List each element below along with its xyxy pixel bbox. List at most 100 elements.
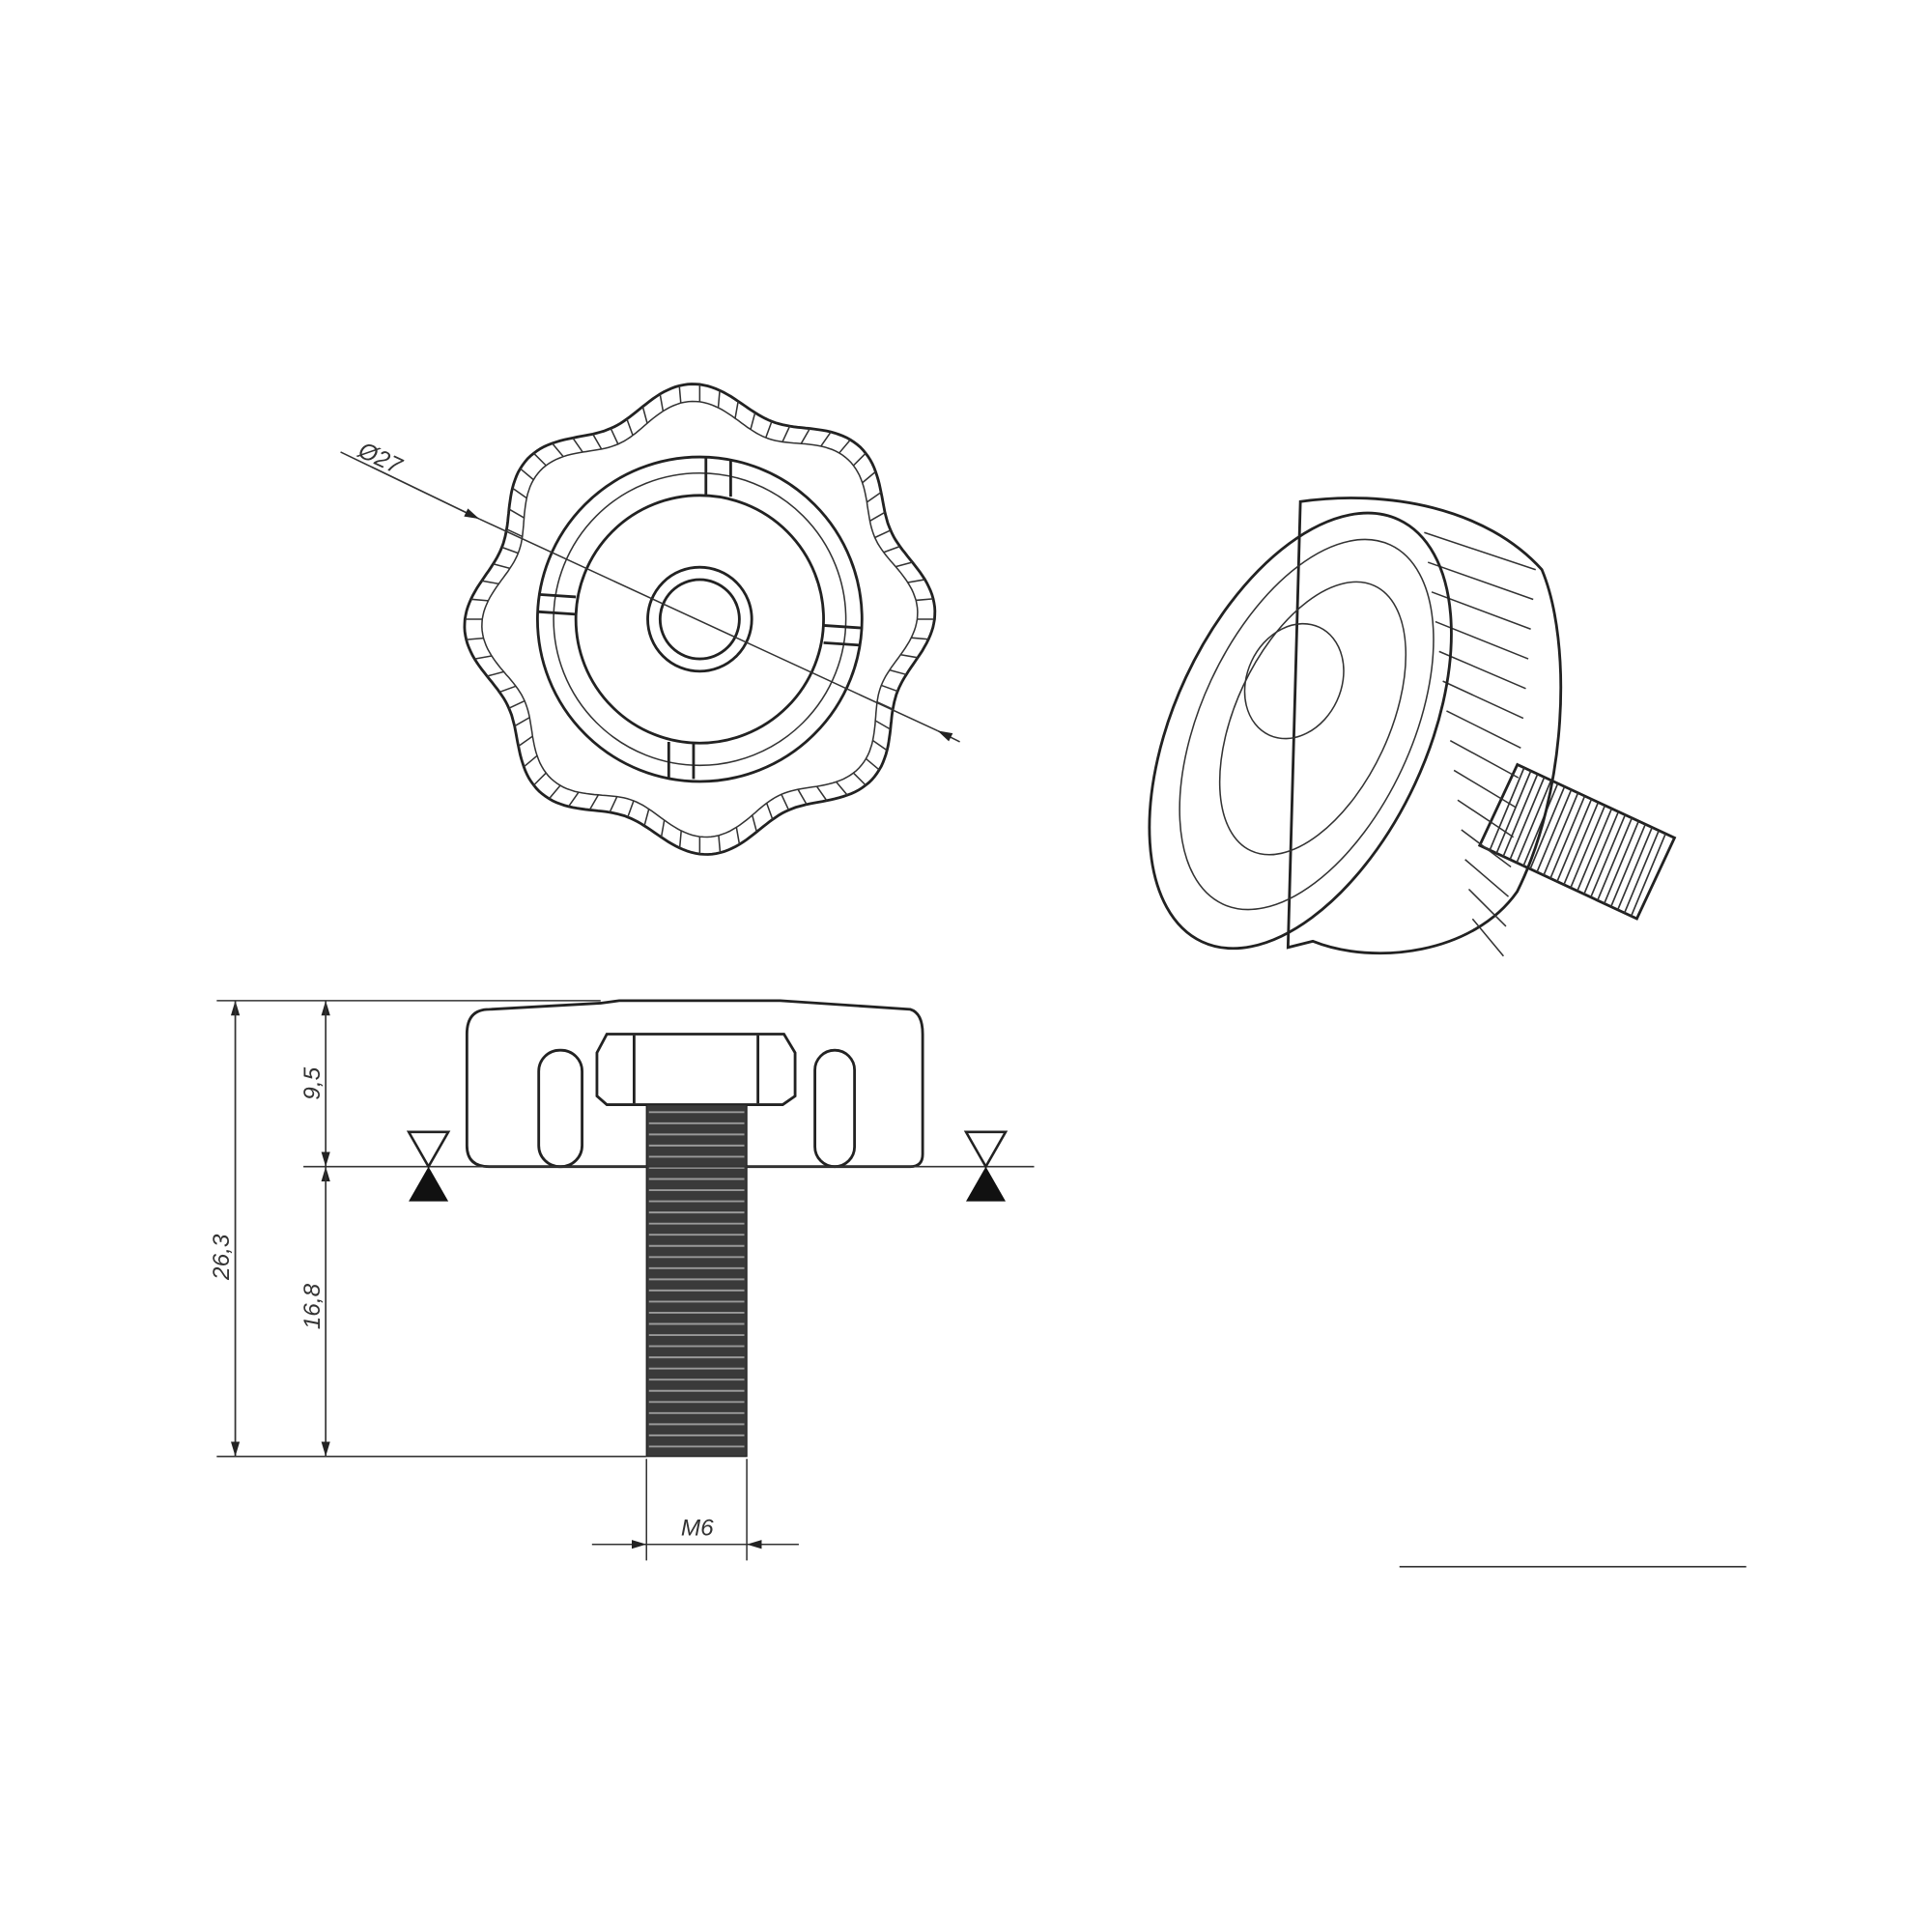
ridge-tick xyxy=(678,385,682,404)
datum-symbol-left xyxy=(406,1130,451,1202)
threaded-shaft xyxy=(1477,762,1677,921)
diameter-label: Ø27 xyxy=(354,437,407,480)
ridge-tick xyxy=(572,437,583,453)
ridge-tick xyxy=(889,668,907,676)
ridge-tick xyxy=(874,529,892,539)
ridge-tick xyxy=(852,452,867,467)
rib-line xyxy=(1446,710,1521,750)
ridge-tick xyxy=(592,433,603,450)
hub-outer xyxy=(646,565,753,673)
ridge-tick xyxy=(659,393,665,412)
ridge-tick xyxy=(610,428,619,445)
rib-line xyxy=(1442,680,1524,720)
ridge-tick xyxy=(916,598,934,602)
face-center xyxy=(1243,622,1345,740)
thread-line xyxy=(1502,773,1539,857)
thread-line xyxy=(1609,823,1647,907)
ridge-tick xyxy=(678,830,682,848)
ridge-tick xyxy=(765,803,774,820)
ridge-tick xyxy=(881,684,898,693)
knob-ribs xyxy=(1424,531,1536,957)
ridge-tick xyxy=(551,442,564,458)
ridge-tick xyxy=(474,655,493,660)
ridge-tick xyxy=(512,487,527,499)
ridge-tick xyxy=(718,835,722,853)
ridge-tick xyxy=(895,561,913,568)
thread-line xyxy=(1543,792,1579,876)
thread-line xyxy=(1549,795,1586,879)
ridge-tick xyxy=(523,754,538,768)
ridge-tick xyxy=(815,785,828,802)
ridge-tick xyxy=(797,788,808,806)
ridge-tick xyxy=(717,390,721,409)
ridge-tick xyxy=(750,412,756,430)
ridge-tick xyxy=(501,546,519,554)
rib-line xyxy=(1467,888,1507,927)
ridge-tick xyxy=(765,420,773,439)
hex-head xyxy=(595,1033,797,1107)
ring-groove xyxy=(553,471,847,767)
ridge-tick xyxy=(493,562,511,570)
rib-line xyxy=(1431,591,1531,631)
ridge-tick xyxy=(481,580,499,585)
thread-line xyxy=(1577,808,1613,892)
diameter-arrow-right xyxy=(937,729,960,743)
rib-line xyxy=(1438,650,1526,690)
dimension-lines xyxy=(216,1000,1035,1561)
thread-line xyxy=(1616,827,1653,911)
thread-size-label: M6 xyxy=(681,1516,714,1542)
ridge-tick xyxy=(836,781,848,796)
ridge-tick xyxy=(820,431,832,447)
diameter-line xyxy=(478,518,938,732)
rib-line xyxy=(1457,799,1515,838)
ridge-tick xyxy=(520,468,534,481)
knob-face xyxy=(1148,511,1453,951)
ridge-tick xyxy=(781,793,790,810)
ridge-tick xyxy=(643,809,650,827)
thread-line xyxy=(1583,810,1620,895)
thread-line xyxy=(1630,833,1666,917)
ridge-ticks xyxy=(465,384,935,855)
ridge-tick xyxy=(869,511,886,522)
thread-line xyxy=(1522,782,1559,867)
ridge-tick xyxy=(800,428,810,444)
rib-line xyxy=(1464,859,1510,897)
ridge-tick xyxy=(838,439,851,454)
knob-ridge-outline xyxy=(481,400,919,838)
face-ring-2 xyxy=(1218,581,1407,856)
thread-line xyxy=(1516,780,1552,864)
ring-slots xyxy=(538,458,862,780)
thread-line xyxy=(1556,798,1593,882)
ridge-tick xyxy=(900,653,919,659)
ridge-tick xyxy=(866,491,882,503)
ridge-tick xyxy=(466,637,484,640)
knob-side xyxy=(1286,497,1563,955)
thread-line xyxy=(1597,817,1634,901)
thread-line xyxy=(1570,805,1606,889)
diameter-arrow-left xyxy=(371,466,480,520)
threaded-shank xyxy=(645,1103,748,1458)
ridge-tick xyxy=(865,757,880,771)
thread-line xyxy=(1509,777,1546,861)
ridge-tick xyxy=(862,470,876,484)
ridge-tick xyxy=(568,791,580,808)
ridge-tick xyxy=(883,545,900,554)
ridge-tick xyxy=(588,794,600,810)
ridge-tick xyxy=(852,772,867,786)
ridge-tick xyxy=(641,406,648,424)
datum-symbol-right xyxy=(963,1130,1009,1202)
ridge-tick xyxy=(532,772,547,786)
ridge-tick xyxy=(874,720,892,730)
ridge-tick xyxy=(498,685,517,694)
ridge-tick xyxy=(508,699,526,709)
thread-line xyxy=(1563,802,1600,886)
knob-height-label: 9,5 xyxy=(299,1066,326,1099)
thread-line xyxy=(1623,830,1660,914)
ridge-tick xyxy=(734,401,739,419)
ridge-tick xyxy=(609,796,618,813)
thread-line xyxy=(1590,814,1627,898)
ridge-tick xyxy=(735,827,741,845)
ridge-tick xyxy=(508,508,525,519)
